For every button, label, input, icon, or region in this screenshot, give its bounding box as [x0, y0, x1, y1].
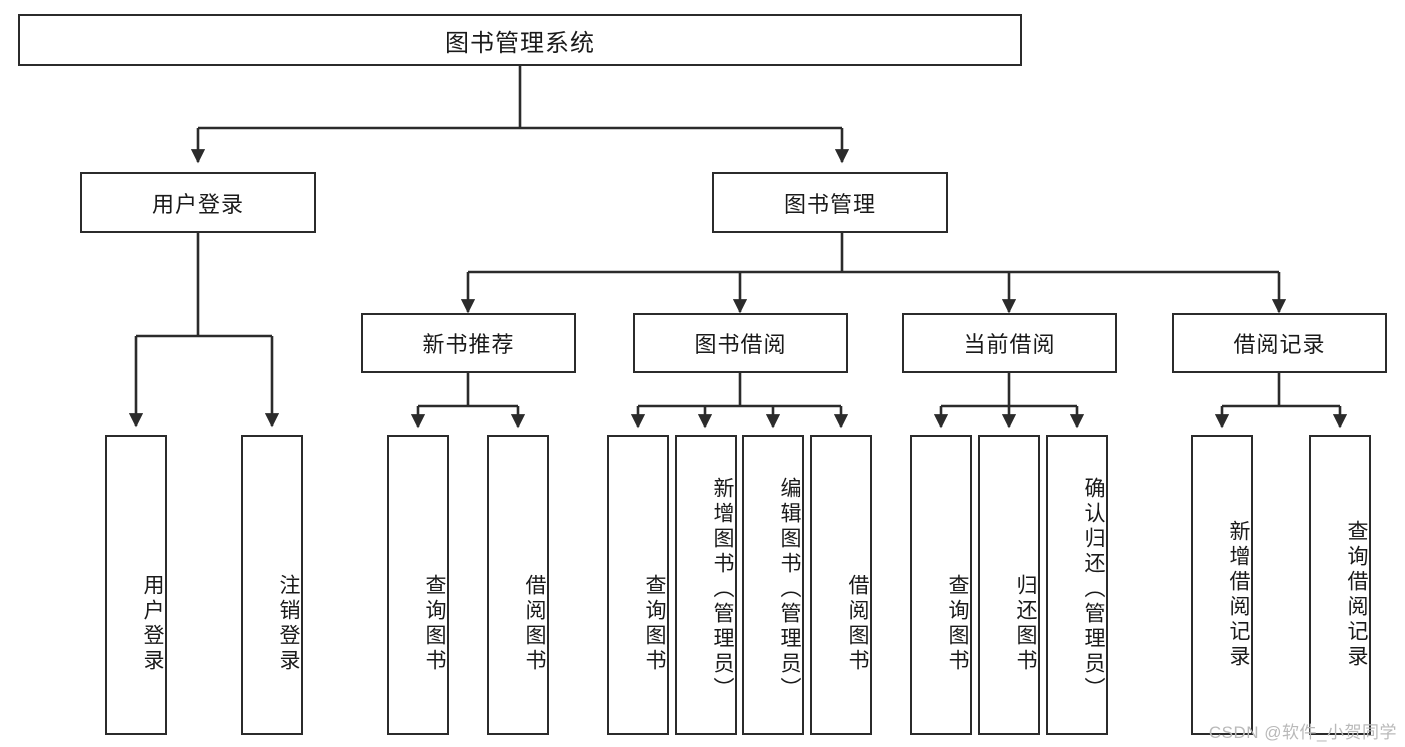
leaf-borrow-record-query[interactable]: 查询借阅记录 — [1309, 435, 1371, 735]
csdn-watermark: CSDN @软件_小贺同学 — [1208, 723, 1397, 742]
node-user-login[interactable]: 用户登录 — [80, 172, 316, 233]
leaf-book-borrow-add-admin[interactable]: 新增图书（管理员） — [675, 435, 737, 735]
node-book-borrow[interactable]: 图书借阅 — [633, 313, 848, 373]
leaf-borrow-record-add[interactable]: 新增借阅记录 — [1191, 435, 1253, 735]
node-book-management[interactable]: 图书管理 — [712, 172, 948, 233]
leaf-new-book-borrow[interactable]: 借阅图书 — [487, 435, 549, 735]
leaf-new-book-query[interactable]: 查询图书 — [387, 435, 449, 735]
node-current-borrow[interactable]: 当前借阅 — [902, 313, 1117, 373]
leaf-book-borrow-query[interactable]: 查询图书 — [607, 435, 669, 735]
node-new-book-recommend[interactable]: 新书推荐 — [361, 313, 576, 373]
leaf-user-login-signout[interactable]: 注销登录 — [241, 435, 303, 735]
leaf-current-borrow-confirm-admin[interactable]: 确认归还（管理员） — [1046, 435, 1108, 735]
leaf-user-login-signin[interactable]: 用户登录 — [105, 435, 167, 735]
leaf-current-borrow-return[interactable]: 归还图书 — [978, 435, 1040, 735]
node-root-system[interactable]: 图书管理系统 — [18, 14, 1022, 66]
leaf-book-borrow-edit-admin[interactable]: 编辑图书（管理员） — [742, 435, 804, 735]
leaf-book-borrow-borrow[interactable]: 借阅图书 — [810, 435, 872, 735]
node-borrow-record[interactable]: 借阅记录 — [1172, 313, 1387, 373]
leaf-current-borrow-query[interactable]: 查询图书 — [910, 435, 972, 735]
